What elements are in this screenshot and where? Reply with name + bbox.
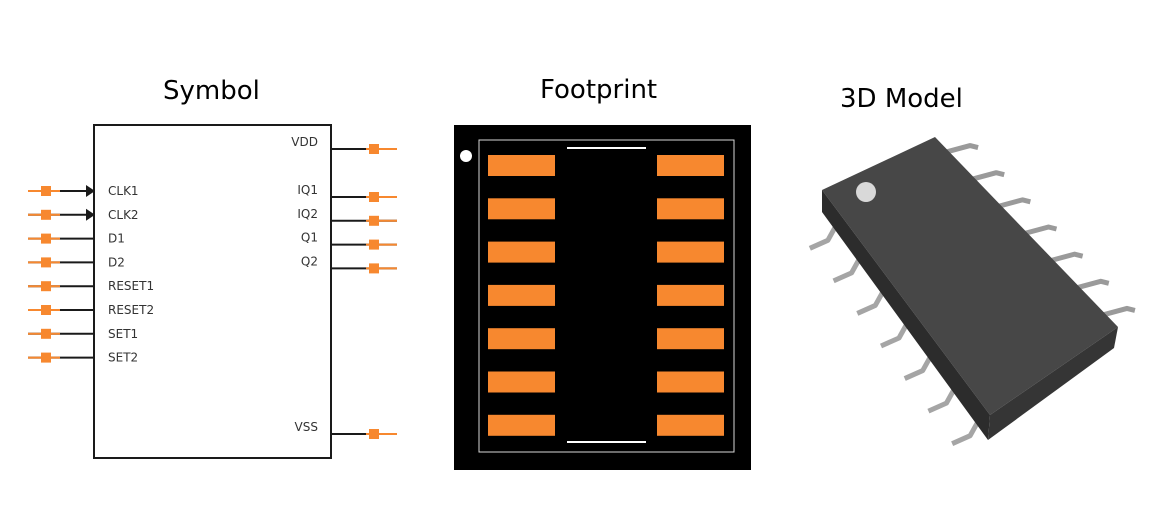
left-pin-d1: D1 [28, 232, 125, 246]
left-pin-set2: SET2 [28, 351, 138, 365]
left-pin-reset2: RESET2 [28, 303, 154, 317]
back-lead [969, 170, 1005, 183]
left-pad [488, 198, 555, 220]
footprint-title: Footprint [540, 75, 658, 105]
courtyard-outline [478, 139, 735, 453]
left-pad [488, 371, 555, 393]
pin-terminal [41, 352, 51, 363]
pin-label: VSS [295, 420, 318, 434]
left-pad [488, 155, 555, 176]
pin-label: D1 [108, 232, 125, 246]
right-pad [657, 198, 724, 220]
pin1-dot [856, 182, 876, 202]
left-pin-set1: SET1 [28, 327, 138, 341]
left-pin-reset1: RESET1 [28, 279, 154, 293]
pin-terminal [41, 328, 51, 339]
left-pin-clk2: CLK2 [28, 208, 139, 222]
clock-arrow-icon [86, 208, 95, 221]
pin-label: Q1 [301, 231, 318, 245]
pin-terminal [369, 144, 379, 154]
pin-terminal [41, 186, 51, 196]
pin-terminal [41, 257, 51, 268]
clock-arrow-icon [86, 185, 95, 197]
left-pad [488, 414, 555, 436]
back-lead [995, 197, 1031, 210]
pin-label: RESET1 [108, 279, 154, 293]
pin-terminal [369, 263, 379, 274]
right-pad [657, 371, 724, 393]
chip-top-face [822, 137, 1118, 415]
pin-terminal [369, 239, 379, 250]
pin-terminal [369, 429, 379, 439]
pin-label: IQ2 [297, 207, 318, 221]
pin-terminal [41, 305, 51, 315]
pin-label: RESET2 [108, 303, 154, 317]
left-pin-clk1: CLK1 [28, 184, 139, 198]
pin-label: CLK1 [108, 184, 139, 198]
pin-terminal [41, 281, 51, 292]
right-pin-iq2: IQ2 [297, 207, 397, 226]
right-pad [657, 414, 724, 436]
pin-label: Q2 [301, 254, 318, 268]
right-pin-q1: Q1 [301, 231, 397, 250]
right-pad [657, 155, 724, 176]
pcb-footprint [454, 125, 751, 470]
right-pad [657, 241, 724, 263]
pin-label: SET2 [108, 351, 138, 365]
symbol-body [93, 124, 332, 459]
pin-label: VDD [291, 135, 318, 149]
pin-terminal [369, 192, 379, 202]
right-pin-q2: Q2 [301, 254, 397, 274]
left-pad [488, 284, 555, 306]
pin-terminal [41, 233, 51, 244]
back-lead [1047, 251, 1084, 264]
right-pad [657, 284, 724, 306]
pin-label: IQ1 [297, 183, 318, 197]
pin-terminal [369, 215, 379, 226]
left-pad [488, 328, 555, 350]
pin1-marker [460, 150, 472, 162]
right-pin-vdd: VDD [291, 135, 397, 154]
right-pin-vss: VSS [295, 420, 397, 439]
back-lead [943, 143, 979, 155]
chip-right-side [988, 327, 1118, 440]
back-lead [1021, 224, 1058, 237]
back-lead [1074, 278, 1110, 291]
left-pin-d2: D2 [28, 255, 125, 269]
chip-front-side [822, 190, 990, 440]
back-lead [1100, 305, 1136, 318]
right-pad [657, 328, 724, 350]
pin-label: CLK2 [108, 208, 139, 222]
symbol-title: Symbol [163, 76, 260, 106]
model-title: 3D Model [840, 84, 963, 114]
right-pin-iq1: IQ1 [297, 183, 397, 202]
pin-label: SET1 [108, 327, 138, 341]
pin-terminal [41, 209, 51, 220]
pin-label: D2 [108, 255, 125, 269]
3d-model [808, 137, 1136, 446]
left-pad [488, 241, 555, 263]
